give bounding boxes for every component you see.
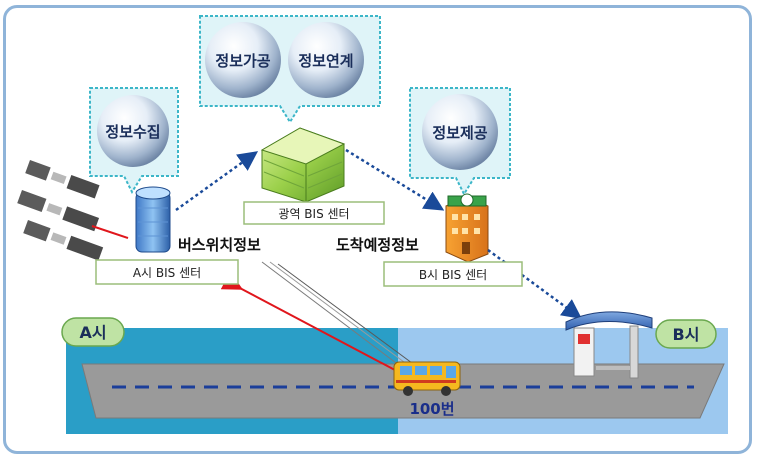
regional-building-icon xyxy=(260,127,346,203)
city-b-center-label: B시 BIS 센터 xyxy=(419,268,487,282)
city-a-center-label: A시 BIS 센터 xyxy=(133,266,201,280)
gps-signal-line xyxy=(220,271,411,379)
beam-line-1 xyxy=(261,261,409,373)
bubble-link-label: 정보연계 xyxy=(298,52,353,70)
arrival-prediction-label: 도착예정정보 xyxy=(336,236,419,254)
bus-stop-icon xyxy=(565,311,653,379)
zone-b-tab xyxy=(655,319,717,349)
beam-line-2 xyxy=(269,261,413,369)
bubble-collect-label: 정보수집 xyxy=(105,123,160,141)
callout-collect: 정보수집 xyxy=(89,87,179,195)
satellite-signal-line xyxy=(91,225,129,239)
satellite-icon xyxy=(17,160,104,261)
city-b-center-box xyxy=(383,261,523,287)
arrow-regional-to-b xyxy=(345,148,445,211)
bus-position-label: 버스위치정보 xyxy=(178,236,261,254)
regional-center-label: 광역 BIS 센터 xyxy=(278,207,349,221)
city-b-building-icon xyxy=(445,193,489,263)
arrow-b-to-stop xyxy=(487,248,583,319)
callout-process-link: 정보가공 정보연계 xyxy=(199,15,381,124)
bus-number-label: 100번 xyxy=(409,400,454,418)
regional-center-box xyxy=(243,201,385,225)
bus-icon xyxy=(393,361,461,396)
city-a-building-icon xyxy=(135,186,171,253)
arrow-a-to-regional xyxy=(175,151,259,212)
bubble-provide-label: 정보제공 xyxy=(432,124,487,142)
zone-a-tab xyxy=(61,317,125,347)
beam-line-3 xyxy=(277,263,417,367)
bubble-process-label: 정보가공 xyxy=(215,52,270,70)
callout-provide: 정보제공 xyxy=(409,87,511,197)
zone-b-label: B시 xyxy=(673,325,700,344)
city-a-center-box xyxy=(95,259,239,285)
zone-a-label: A시 xyxy=(79,323,106,342)
